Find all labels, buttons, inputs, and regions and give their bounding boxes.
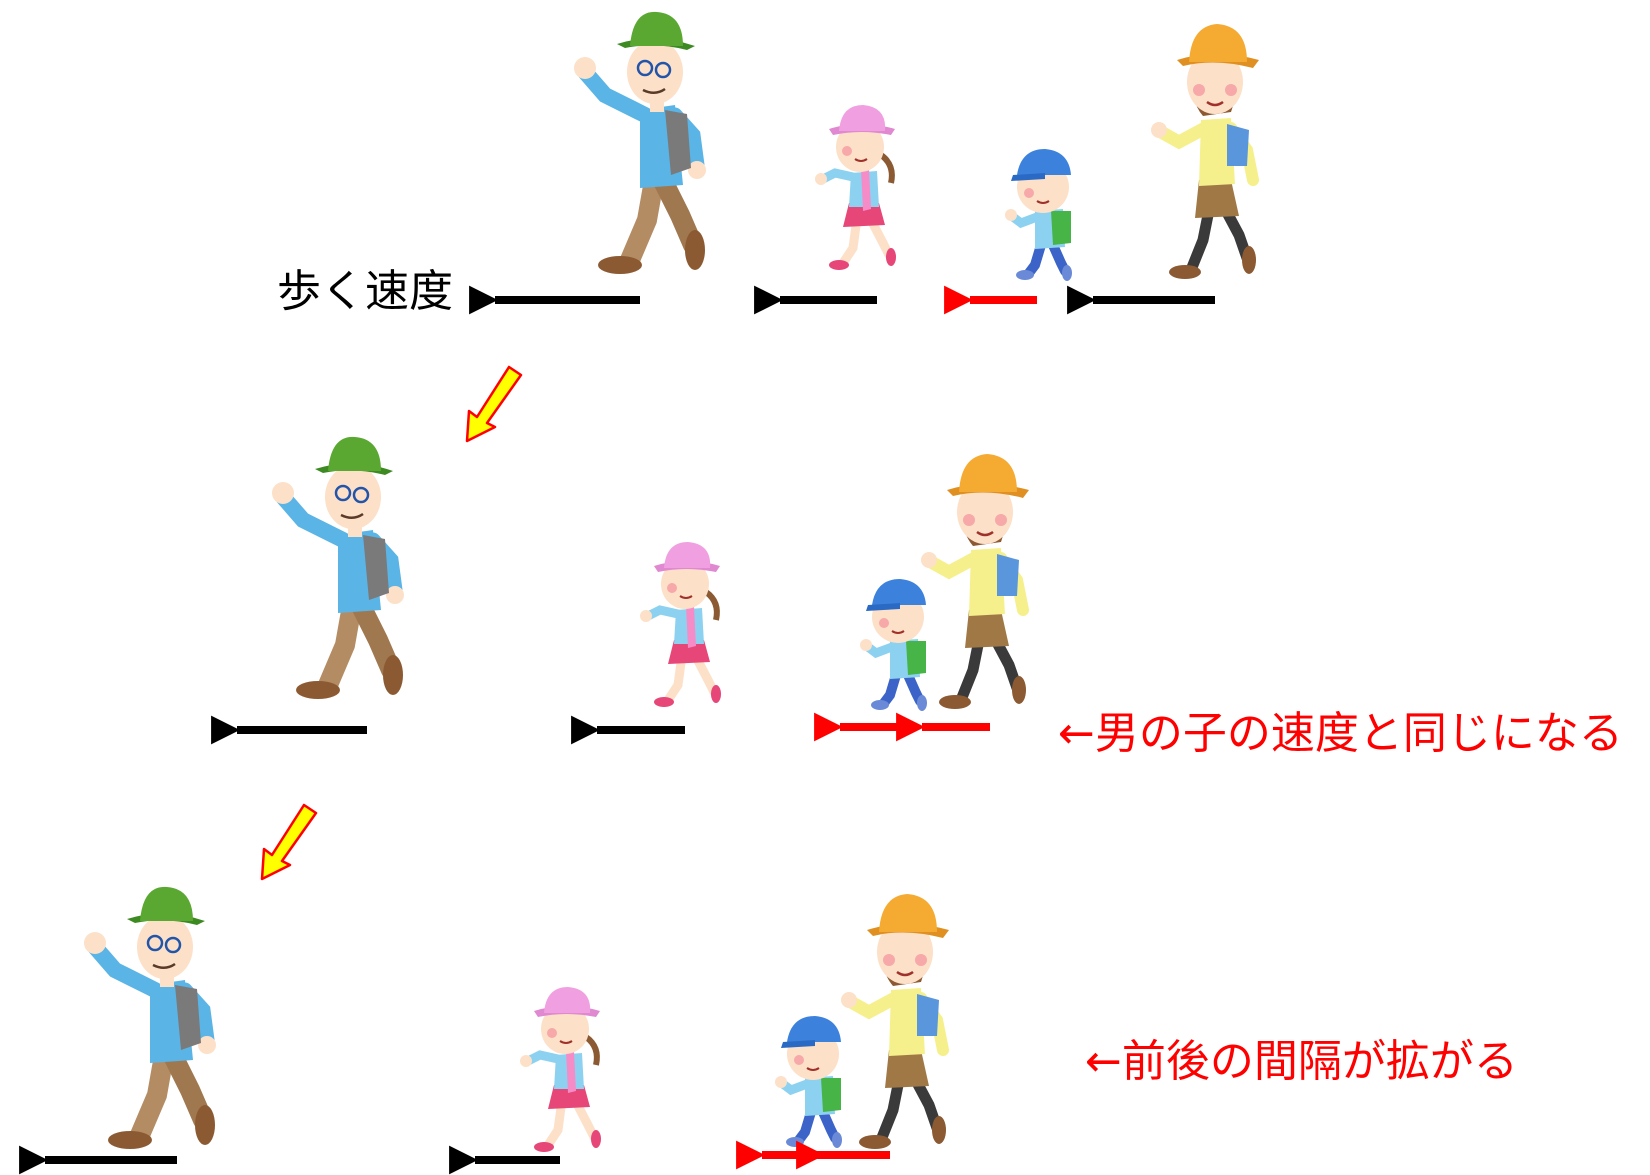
same-speed-note: ←男の子の速度と同じになる (1058, 708, 1623, 759)
row-3 (19, 887, 949, 1175)
transition-arrow-icon (465, 365, 523, 443)
father-hiker-icon (84, 887, 216, 1149)
boy-hiker-icon (860, 579, 927, 711)
boy-hiker-icon (1005, 149, 1072, 281)
girl-hiker-icon (815, 105, 896, 270)
father-hiker-icon (272, 437, 404, 699)
mother-hiker-icon (841, 894, 949, 1149)
row-1 (469, 12, 1259, 315)
mother-hiker-icon (1151, 24, 1259, 279)
boy-hiker-icon (775, 1016, 842, 1148)
transition-arrow-icon (260, 803, 318, 881)
girl-hiker-icon (520, 987, 601, 1152)
girl-hiker-icon (640, 542, 721, 707)
walking-speed-label: 歩く速度 (277, 266, 453, 317)
row-2 (211, 437, 1029, 745)
mother-hiker-icon (921, 454, 1029, 709)
gap-widens-note: ←前後の間隔が拡がる (1085, 1036, 1518, 1087)
father-hiker-icon (574, 12, 706, 274)
